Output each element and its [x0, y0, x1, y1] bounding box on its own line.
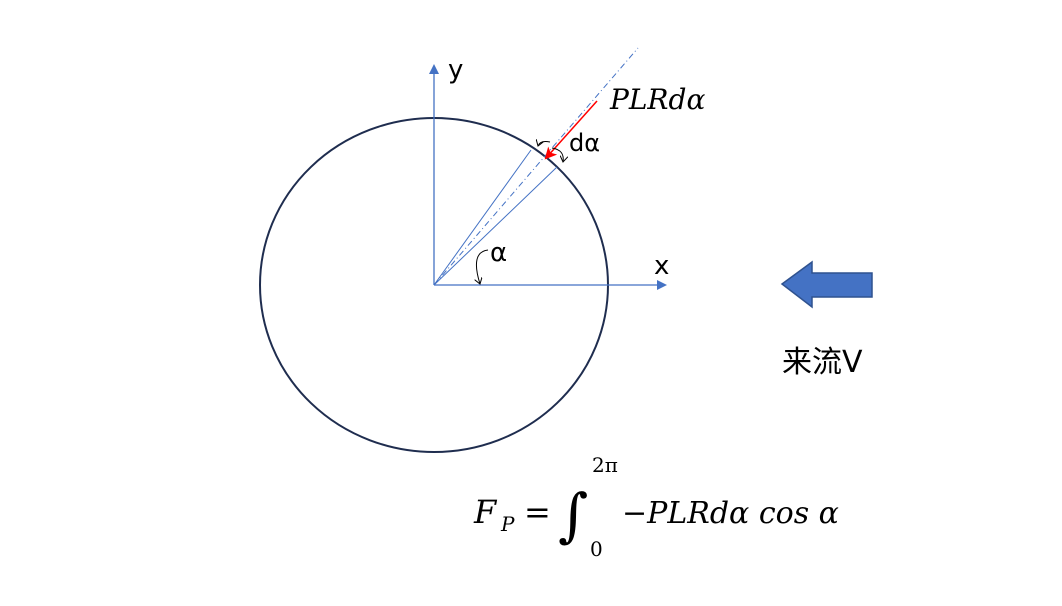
- formula-equals: =: [524, 493, 551, 531]
- pressure-force-formula: F P = ∫ 2π 0 −PLRdα cos α: [473, 453, 839, 561]
- formula-lower-limit: 0: [590, 537, 603, 561]
- formula-upper-limit: 2π: [592, 453, 618, 477]
- y-axis-label: y: [448, 55, 463, 85]
- d-alpha-arc-arrow-2: [551, 147, 563, 162]
- formula-integrand: −PLRdα cos α: [622, 496, 839, 531]
- freestream-arrow: [780, 260, 873, 309]
- freestream-label: 来流V: [782, 345, 863, 380]
- bisector-dashdot-line: [433, 47, 639, 286]
- formula-lhs: F: [473, 493, 498, 531]
- formula-integral: ∫: [558, 481, 588, 549]
- d-alpha-arc-arrow: [538, 142, 551, 147]
- radial-line-lower: [433, 166, 558, 286]
- d-alpha-label: dα: [569, 129, 600, 157]
- x-axis-label: x: [654, 251, 669, 281]
- radial-line-upper: [433, 149, 532, 286]
- alpha-label: α: [490, 238, 507, 268]
- formula-lhs-subscript: P: [500, 512, 515, 536]
- alpha-arc-arrow: [476, 249, 489, 284]
- force-element-label: PLRdα: [609, 83, 705, 116]
